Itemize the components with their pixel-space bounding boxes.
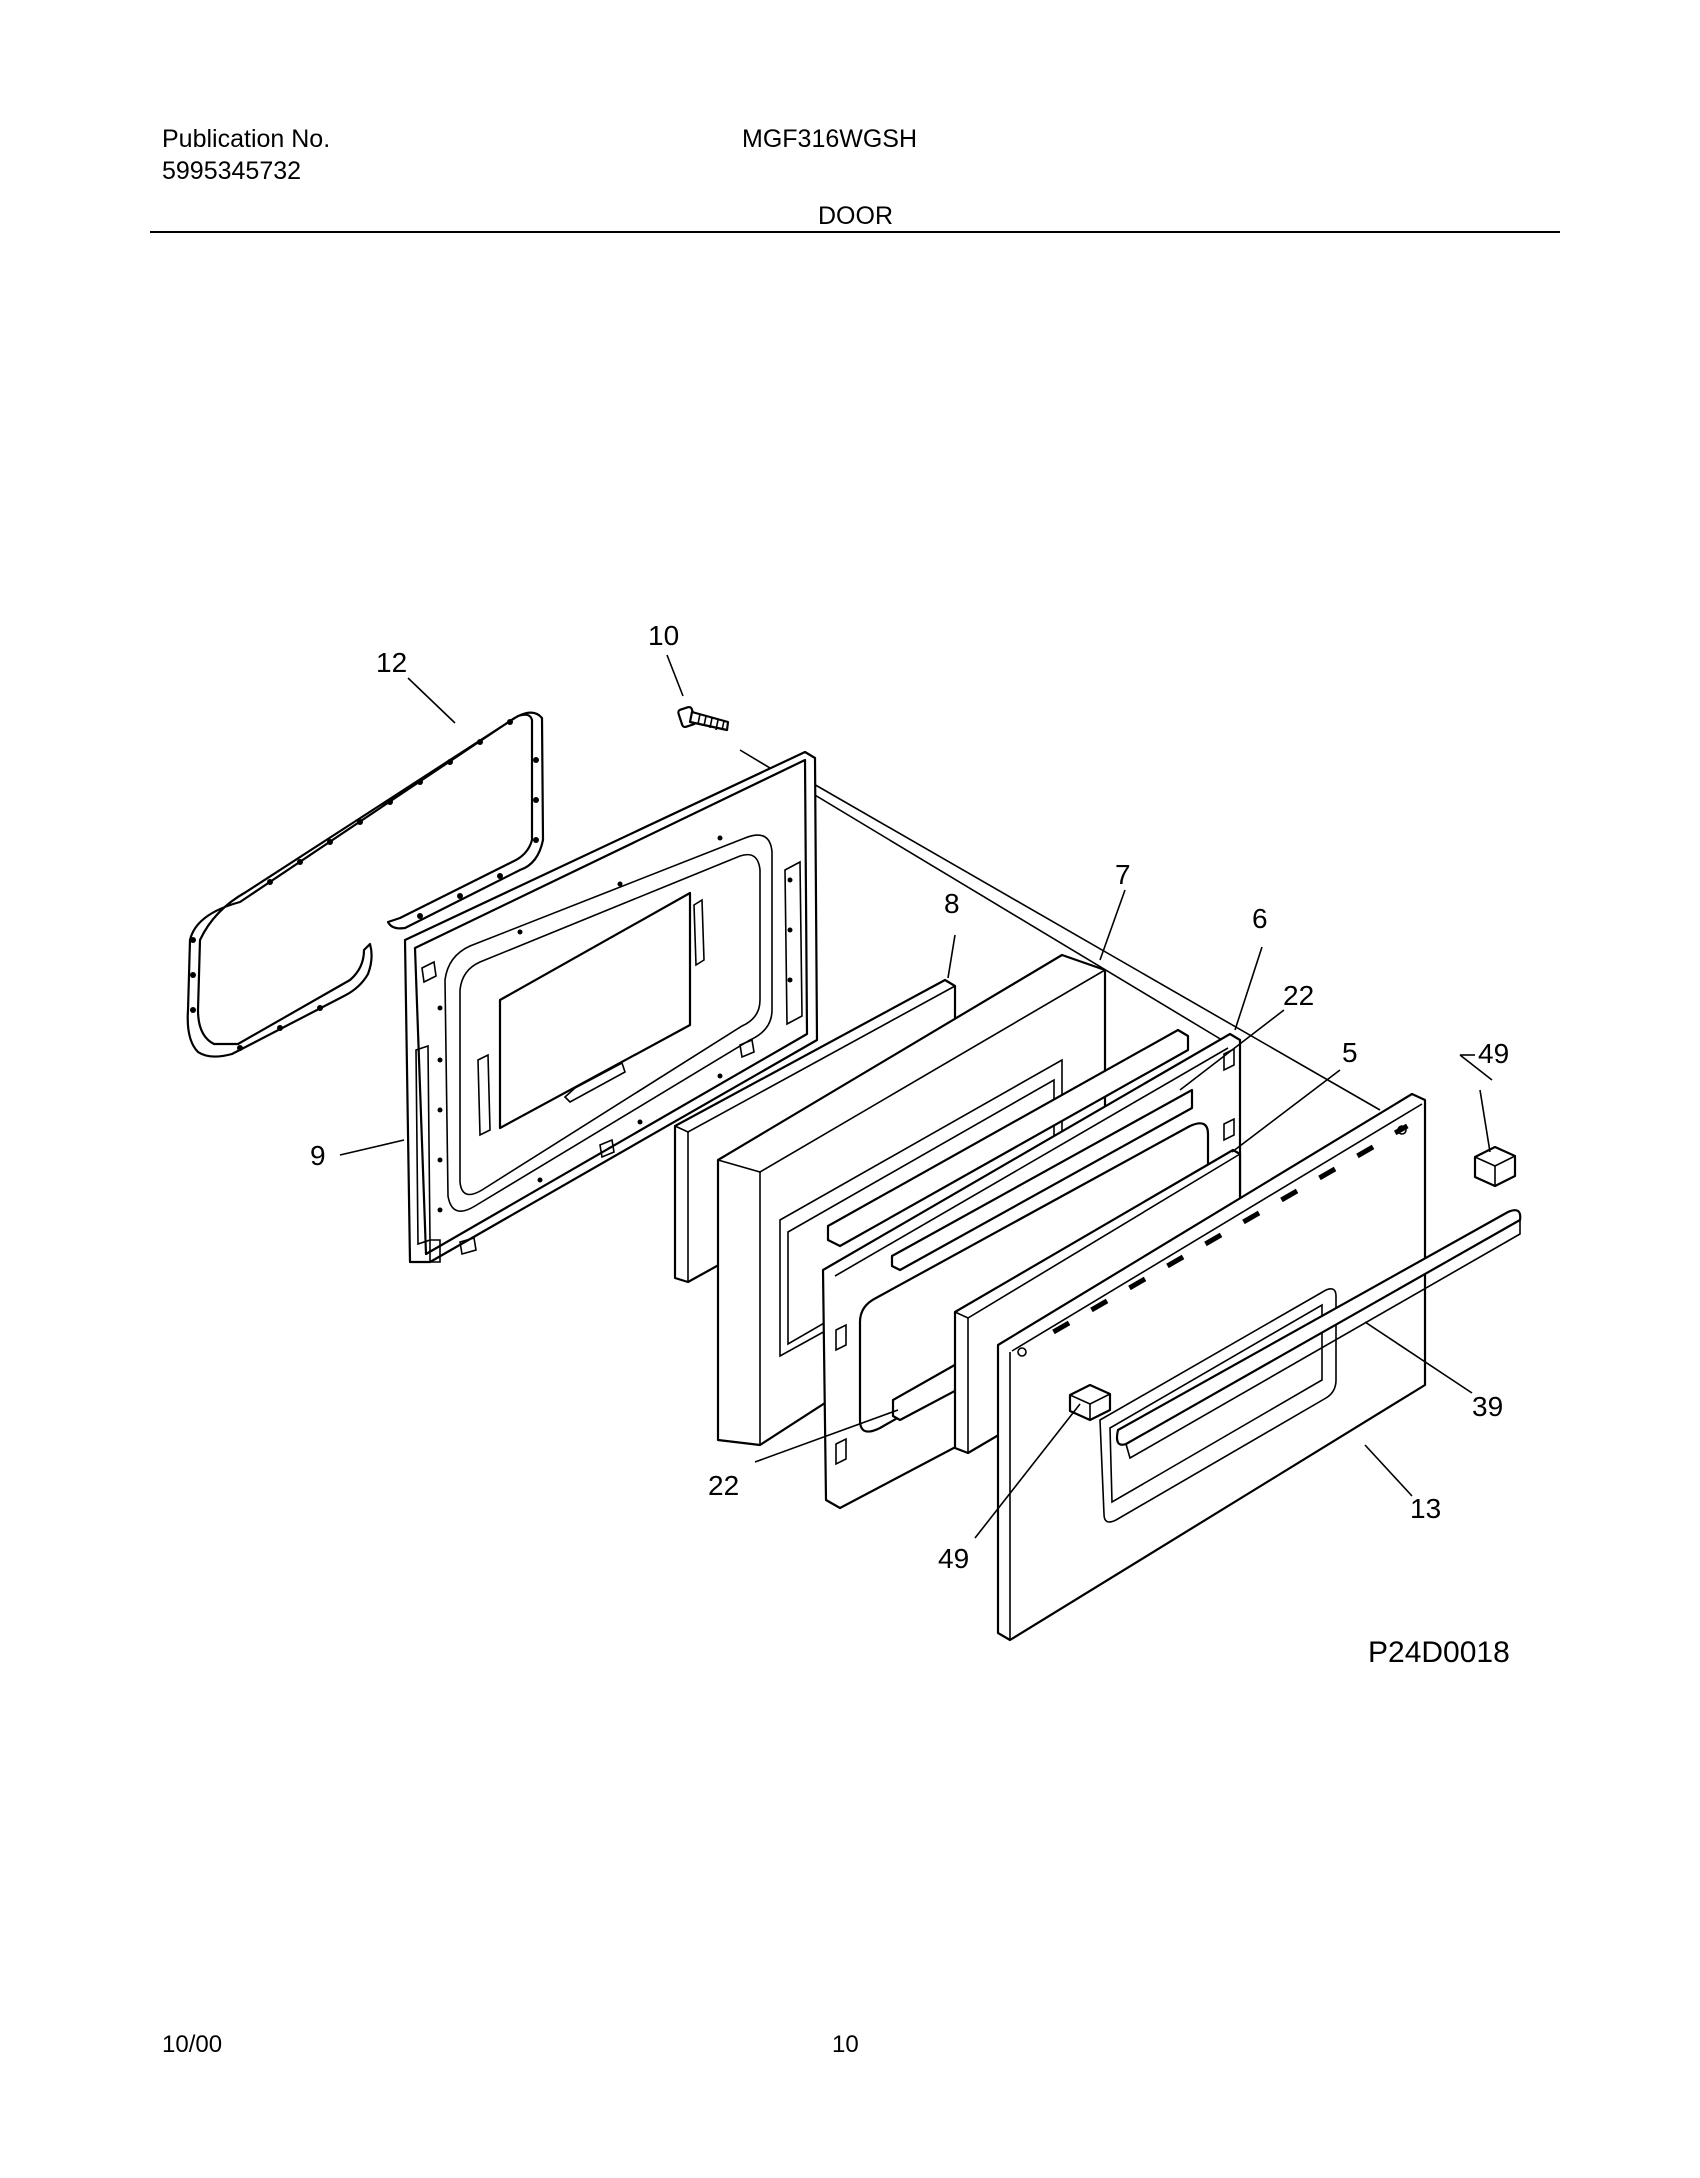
callout-9: 9 (310, 1140, 326, 1171)
callout-22-bottom: 22 (708, 1470, 739, 1501)
callout-5: 5 (1342, 1037, 1358, 1068)
callout-49-bottom: 49 (938, 1543, 969, 1574)
figure-code: P24D0018 (1368, 1636, 1510, 1669)
publication-label: Publication No. (162, 125, 331, 153)
part-10-screw (677, 705, 730, 732)
part-49-end-cap-right (1473, 1145, 1517, 1188)
callout-22-top: 22 (1283, 980, 1314, 1011)
part-22-upper-channel (826, 1028, 1190, 1248)
part-9-inner-liner (403, 750, 819, 1264)
header-rule (150, 231, 1560, 233)
callout-10: 10 (648, 620, 679, 651)
leader-lines (339, 654, 1493, 1539)
publication-number: 5995345732 (162, 157, 302, 185)
callout-12: 12 (376, 647, 407, 678)
callout-8: 8 (944, 888, 960, 919)
callout-numbers: 12 10 7 8 6 22 5 49 9 39 22 13 49 (310, 620, 1509, 1574)
gasket-clips (190, 719, 539, 1051)
callout-49-right: 49 (1478, 1038, 1509, 1069)
callout-6: 6 (1252, 903, 1268, 934)
footer-page-number: 10 (832, 2031, 859, 2058)
alignment-lines (739, 749, 1381, 1111)
callout-7: 7 (1115, 859, 1131, 890)
model-number: MGF316WGSH (742, 125, 918, 153)
callout-13: 13 (1410, 1493, 1441, 1524)
part-49-end-cap-left (1068, 1383, 1112, 1422)
section-title: DOOR (818, 202, 893, 230)
part-39-handle (1115, 1209, 1522, 1460)
part-12-gasket (186, 711, 545, 1058)
part-13-outer-panel (996, 1092, 1427, 1642)
callout-39: 39 (1472, 1391, 1503, 1422)
footer-date: 10/00 (162, 2031, 223, 2058)
